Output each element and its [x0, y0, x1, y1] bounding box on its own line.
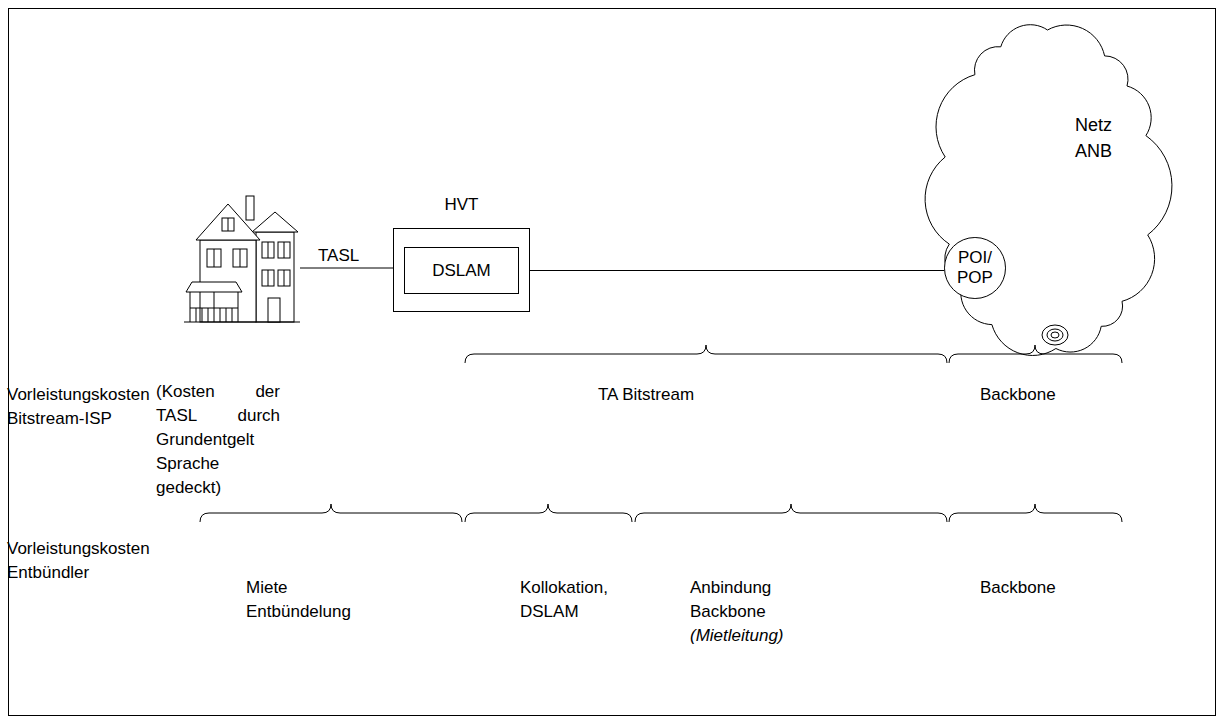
house-illustration: [184, 196, 300, 322]
outer-frame: [9, 9, 1216, 716]
dslam-box: DSLAM: [404, 247, 519, 294]
cost-segment: Backbone: [980, 383, 1056, 407]
connector-line: [519, 270, 944, 271]
node-text: Netz ANB: [1075, 112, 1112, 164]
subscriber-line: [300, 268, 393, 269]
cost-note: (Kosten der TASL durch Grundentgelt Spra…: [156, 380, 280, 500]
network-cloud: Netz ANB: [925, 12, 1170, 367]
cloud-outline-path: [925, 25, 1172, 356]
poi-circle: POI/ POP: [944, 237, 1006, 299]
cost-segment: Kollokation, DSLAM: [520, 576, 608, 624]
node-text: DSLAM: [432, 261, 491, 281]
curly-brace: [200, 345, 1122, 522]
node-text: POI/ POP: [957, 248, 993, 288]
line-label: TASL: [318, 246, 359, 266]
cost-note: (Mietleitung): [690, 624, 784, 648]
node-text: HVT: [394, 195, 529, 215]
cost-segment: TA Bitstream: [598, 383, 694, 407]
cost-segment: Miete Entbündelung: [246, 576, 351, 624]
network-rings: [1042, 325, 1068, 345]
row-heading: Vorleistungskosten Bitstream-ISP: [7, 383, 150, 431]
cloud-outline: [925, 12, 1170, 367]
row-heading: Vorleistungskosten Entbündler: [7, 537, 150, 585]
exchange-box: HVTDSLAM: [393, 228, 530, 312]
cost-segment: Anbindung Backbone: [690, 576, 771, 624]
cost-segment: Backbone: [980, 576, 1056, 600]
